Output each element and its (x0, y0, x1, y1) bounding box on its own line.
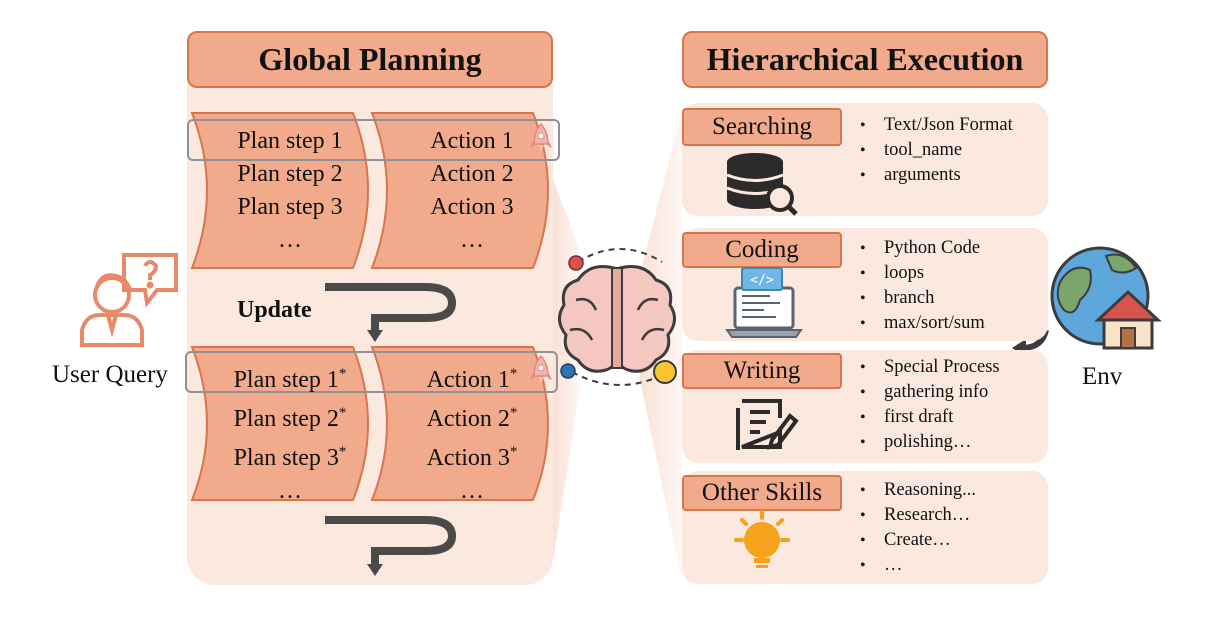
update-arrow-1-head (367, 330, 383, 342)
global-planning-title: Global Planning (187, 31, 553, 88)
svg-text:</>: </> (750, 273, 774, 288)
action: Action 3 (430, 194, 514, 220)
list-item: branch (856, 286, 985, 311)
actions-2: Action 1* Action 2* Action 3* … (382, 358, 562, 508)
brain-icon (558, 248, 677, 386)
plan-step: Plan step 1 (233, 367, 339, 393)
plan-scroll-2 (190, 346, 369, 501)
list-item: Python Code (856, 236, 985, 261)
star-mark: * (338, 405, 347, 421)
plan-steps-2: Plan step 1* Plan step 2* Plan step 3* … (200, 358, 380, 508)
update-label: Update (237, 297, 312, 323)
lightbulb-icon (734, 510, 790, 568)
list-item: polishing… (856, 430, 1000, 455)
star-mark: * (509, 444, 518, 460)
update-arrow-2-head (367, 564, 383, 576)
action: Action 3 (426, 445, 510, 471)
skill-bullets-writing: Special Process gathering info first dra… (856, 355, 1000, 455)
action: Action 2 (430, 161, 514, 187)
list-item: first draft (856, 405, 1000, 430)
plan-step: Plan step 2 (237, 161, 343, 187)
action: Action 2 (426, 406, 510, 432)
document-pen-icon (736, 399, 799, 450)
skill-bullets-other: Reasoning... Research… Create… … (856, 478, 976, 578)
highlight-row-1 (187, 119, 560, 161)
action-scroll-1 (370, 112, 549, 269)
star-mark: * (338, 444, 347, 460)
list-item: Research… (856, 503, 976, 528)
plan-step: … (278, 227, 302, 253)
plan-step: Plan step 1 (237, 128, 343, 154)
plan-step: Plan step 2 (233, 406, 339, 432)
plan-step: Plan step 3 (233, 445, 339, 471)
action: … (460, 478, 484, 504)
action: Action 1 (426, 367, 510, 393)
database-search-icon (726, 153, 798, 216)
hierarchical-execution-title: Hierarchical Execution (682, 31, 1048, 88)
rocket-icon (530, 122, 552, 152)
user-query-icon (80, 253, 178, 347)
actions-1: Action 1 Action 2 Action 3 … (382, 125, 562, 257)
star-mark: * (509, 366, 518, 382)
env-label: Env (1082, 363, 1123, 390)
list-item: tool_name (856, 138, 1013, 163)
action: … (460, 227, 484, 253)
list-item: Special Process (856, 355, 1000, 380)
skill-title-searching: Searching (682, 108, 842, 146)
plan-step: … (278, 478, 302, 504)
skill-title-writing: Writing (682, 353, 842, 389)
list-item: Text/Json Format (856, 113, 1013, 138)
list-item: max/sort/sum (856, 311, 985, 336)
list-item: Reasoning... (856, 478, 976, 503)
globe-house-icon (1050, 246, 1162, 350)
action-scroll-2 (370, 346, 549, 501)
highlight-row-2 (185, 351, 558, 393)
rocket-icon (530, 354, 552, 384)
plan-step: Plan step 3 (237, 194, 343, 220)
star-mark: * (509, 405, 518, 421)
update-arrow-1 (325, 283, 457, 332)
skill-bullets-coding: Python Code loops branch max/sort/sum (856, 236, 985, 336)
plan-steps-1: Plan step 1 Plan step 2 Plan step 3 … (200, 125, 380, 257)
list-item: gathering info (856, 380, 1000, 405)
list-item: Create… (856, 528, 976, 553)
star-mark: * (338, 366, 347, 382)
list-item: … (856, 553, 976, 578)
update-arrow-2 (325, 516, 457, 566)
skill-bullets-searching: Text/Json Format tool_name arguments (856, 113, 1013, 188)
plan-scroll-1 (190, 112, 369, 269)
action: Action 1 (430, 128, 514, 154)
list-item: loops (856, 261, 985, 286)
list-item: arguments (856, 163, 1013, 188)
laptop-code-icon: </> (725, 267, 803, 338)
user-query-label: User Query (52, 361, 168, 388)
